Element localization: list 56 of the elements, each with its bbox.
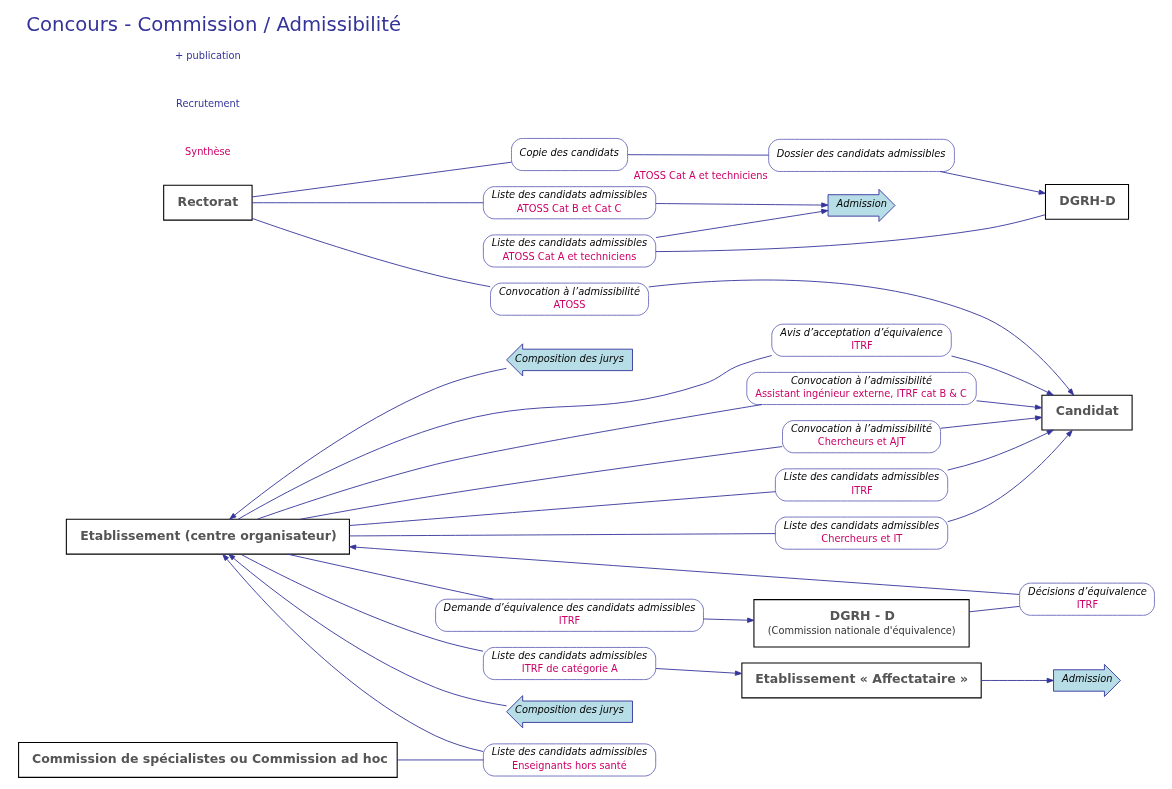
arrow: [227, 553, 507, 707]
label: Synthèse: [184, 146, 231, 158]
node-box: Commission de spécialistes ou Commission ad hoc: [17, 742, 398, 778]
node-box: Etablissement « Affectataire »: [740, 662, 982, 699]
arrow: [221, 553, 484, 752]
arrow: [228, 367, 507, 520]
node-box: Convocation à l’admissibilité ATOSS: [489, 282, 649, 316]
node-box: Rectorat: [162, 184, 253, 221]
node-box: Etablissement (centre organisateur): [65, 518, 350, 555]
diagram-title: Concours - Commission / Admissibilité: [25, 12, 401, 36]
connector: [396, 759, 484, 761]
node-box: Liste des candidats admissibles Enseignants hors santé: [482, 743, 656, 777]
arrow: [647, 279, 1074, 396]
arrow: [655, 202, 828, 208]
node-box: Dossier des candidats admissibles: [767, 138, 955, 172]
arrow: [655, 668, 742, 676]
arrow: [939, 171, 1046, 195]
arrow: [702, 617, 754, 623]
arrow: [975, 400, 1042, 410]
connector: [256, 404, 762, 520]
node-box: Copie des candidats: [510, 138, 628, 172]
node-box: Liste des candidats admissibles Chercheurs et IT: [774, 516, 948, 550]
arrow: [950, 355, 1054, 396]
label: + publication: [174, 49, 241, 61]
node-box: DGRH-D: [1044, 183, 1129, 220]
node-box: Candidat: [1040, 394, 1133, 431]
node-box: Liste des candidats admissibles ITRF: [774, 468, 948, 502]
connector: [348, 533, 776, 537]
node-label: ATOSS Cat A et techniciens: [633, 170, 768, 182]
arrow: [946, 429, 1073, 523]
node-box: Convocation à l’admissibilité Assistant ingénieur externe, ITRF cat B & C: [745, 371, 977, 405]
connector: [251, 202, 484, 204]
connector: [299, 446, 783, 520]
node-box: Demande d’équivalence des candidats admissibles ITRF: [434, 598, 704, 632]
arrow: [946, 429, 1054, 471]
node-box: Décisions d’équivalence ITRF: [1018, 582, 1155, 616]
connector: [286, 553, 494, 600]
arrow: [348, 544, 1020, 595]
connector: [239, 553, 483, 652]
node-box: Liste des candidats admissibles ATOSS Cat A et techniciens: [482, 234, 656, 268]
connector: [237, 355, 772, 520]
arrow: [980, 677, 1054, 684]
connector: [348, 491, 776, 526]
node-box: Convocation à l’admissibilité Chercheurs et AJT: [781, 420, 941, 454]
label: Recrutement: [175, 98, 240, 110]
node-box: DGRH - D (Commission nationale d'équivalence): [752, 599, 970, 648]
arrow: [939, 415, 1042, 429]
arrow: [655, 208, 828, 238]
connector: [968, 605, 1020, 613]
connector: [251, 218, 491, 288]
connector: [626, 154, 769, 156]
connector: [251, 161, 512, 198]
node-box: Avis d’acceptation d’équivalence ITRF: [770, 323, 952, 357]
connector: [654, 214, 1046, 253]
node-box: Liste des candidats admissibles ITRF de catégorie A: [482, 647, 656, 681]
node-box: Liste des candidats admissibles ATOSS Cat B et Cat C: [482, 186, 656, 220]
